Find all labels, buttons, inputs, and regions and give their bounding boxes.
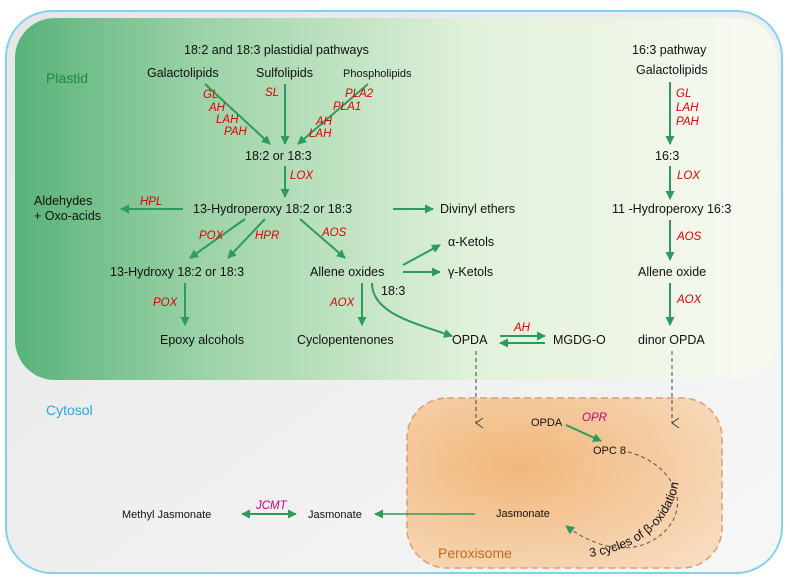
aldehydes-node: Aldehydes [34,194,92,208]
enzyme-pla1: PLA1 [333,101,361,113]
enzyme-sl: SL [265,87,279,99]
oxo-acids-node: + Oxo-acids [34,209,101,223]
jasmonate-peroxisome-node: Jasmonate [496,508,550,520]
enzyme-gl-163: GL [676,88,691,100]
fa-163-node: 16:3 [655,149,679,163]
cytosol-label: Cytosol [46,402,93,418]
enzyme-aos: AOS [321,227,347,239]
methyl-jasmonate-node: Methyl Jasmonate [122,509,211,521]
sulfolipids-node: Sulfolipids [256,66,313,80]
allene-oxide-163-node: Allene oxide [638,265,706,279]
enzyme-lah: LAH [216,114,239,126]
dinor-opda-node: dinor OPDA [638,333,705,347]
plastid-label: Plastid [46,70,88,86]
enzyme-opr: OPR [582,412,607,424]
jasmonate-cytosol-node: Jasmonate [308,509,362,521]
enzyme-ah: AH [208,102,226,114]
pathway-163-title: 16:3 pathway [632,43,707,57]
enzyme-gl: GL [203,89,218,101]
peroxisome-compartment [406,397,723,569]
enzyme-lah-phospho: LAH [309,128,332,140]
enzyme-pah-163: PAH [676,116,699,128]
enzyme-lox: LOX [290,170,314,182]
enzyme-aos-163: AOS [676,231,702,243]
enzyme-pox-2: POX [153,297,179,309]
epoxy-alcohols-node: Epoxy alcohols [160,333,244,347]
hydroperoxy-163-node: 11 -Hydroperoxy 16:3 [612,202,731,216]
allene-oxides-node: Allene oxides [310,265,384,279]
plastid-pathway-title: 18:2 and 18:3 plastidial pathways [184,43,369,57]
enzyme-aox: AOX [329,297,356,309]
allene-to-opda-arrow [371,282,453,338]
enzyme-ah-mgdg: AH [513,322,531,334]
mgdg-o-node: MGDG-O [553,333,606,347]
phospholipids-node: Phospholipids [343,68,412,80]
plastid-compartment [15,18,777,380]
enzyme-hpl: HPL [140,196,162,208]
peroxisome-label: Peroxisome [438,545,512,561]
opc8-node: OPC 8 [593,445,626,457]
phospholipids-to-fa-arrow [297,83,369,145]
enzyme-pla2: PLA2 [345,88,374,100]
enzyme-lah-163: LAH [676,102,699,114]
hydroperoxy-node: 13-Hydroperoxy 18:2 or 18:3 [193,202,352,216]
alpha-ketols-node: α-Ketols [448,235,494,249]
beta-oxidation-cycle-path [565,451,678,549]
hydroperoxy-to-hydroxy-pox-arrow [189,218,246,259]
enzyme-aox-163: AOX [676,294,703,306]
opda-plastid-node: OPDA [452,333,488,347]
c183-label: 18:3 [381,284,405,298]
hydroperoxy-to-hydroxy-hpr-arrow [227,218,266,259]
galactolipids-node: Galactolipids [147,66,219,80]
enzyme-hpr: HPR [255,230,279,242]
cyclopentenones-node: Cyclopentenones [297,333,394,347]
enzyme-pah: PAH [224,126,247,138]
galactolipids-163-node: Galactolipids [636,63,708,77]
hydroperoxy-to-allene-arrow [299,218,346,259]
galactolipids-to-fa-arrow [204,83,271,145]
enzyme-ah-phospho: AH [315,116,333,128]
hydroxy-node: 13-Hydroxy 18:2 or 18:3 [110,265,244,279]
enzyme-pox: POX [199,230,225,242]
divinyl-ethers-node: Divinyl ethers [440,202,515,216]
enzyme-lox-163: LOX [677,170,701,182]
gamma-ketols-node: γ-Ketols [448,265,493,279]
opda-peroxisome-node: OPDA [531,417,563,429]
enzyme-jcmt: JCMT [255,500,288,512]
allene-to-alpha-ketols-arrow [402,244,441,266]
opda-to-opc8-arrow [565,424,602,442]
fatty-acid-node: 18:2 or 18:3 [245,149,312,163]
